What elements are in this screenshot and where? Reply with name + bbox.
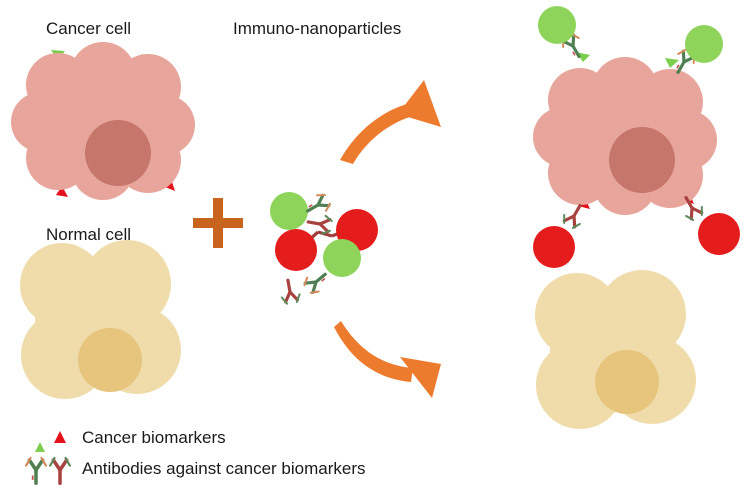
normal-cell [20, 240, 181, 399]
normal-cell-label: Normal cell [46, 225, 132, 244]
red-nanoparticle [275, 229, 317, 271]
cancer-nucleus [85, 120, 151, 186]
arrow-down-icon [334, 321, 441, 398]
green-nanoparticle [685, 25, 723, 63]
red-nanoparticle [533, 226, 575, 268]
antibody-icon [300, 265, 333, 298]
red-biomarker-icon [56, 186, 68, 197]
red-biomarker-icon [54, 431, 66, 443]
green-nanoparticle [538, 6, 576, 44]
plus-icon [193, 198, 243, 248]
green-nanoparticle [323, 239, 361, 277]
normal-nucleus [78, 328, 142, 392]
red-biomarker-icon [165, 179, 175, 191]
normal-cell-untargeted [535, 270, 696, 429]
legend-biomarker-icons [35, 431, 66, 452]
green-nanoparticle [270, 192, 308, 230]
cancer-cell-label: Cancer cell [46, 19, 132, 38]
legend-antibodies-label: Antibodies against cancer biomarkers [82, 459, 366, 478]
green-biomarker-icon [35, 442, 45, 452]
legend-biomarkers-label: Cancer biomarkers [82, 428, 226, 447]
nanoparticle-cluster [270, 190, 378, 306]
legend-antibody-icons [24, 456, 72, 485]
antibody-icon [277, 277, 303, 306]
red-nanoparticle [698, 213, 740, 255]
cancer-cell-targeted [533, 6, 740, 268]
arrow-up-icon [340, 80, 441, 164]
cancer-cell [11, 42, 195, 200]
immuno-nanoparticles-label: Immuno-nanoparticles [233, 19, 402, 38]
